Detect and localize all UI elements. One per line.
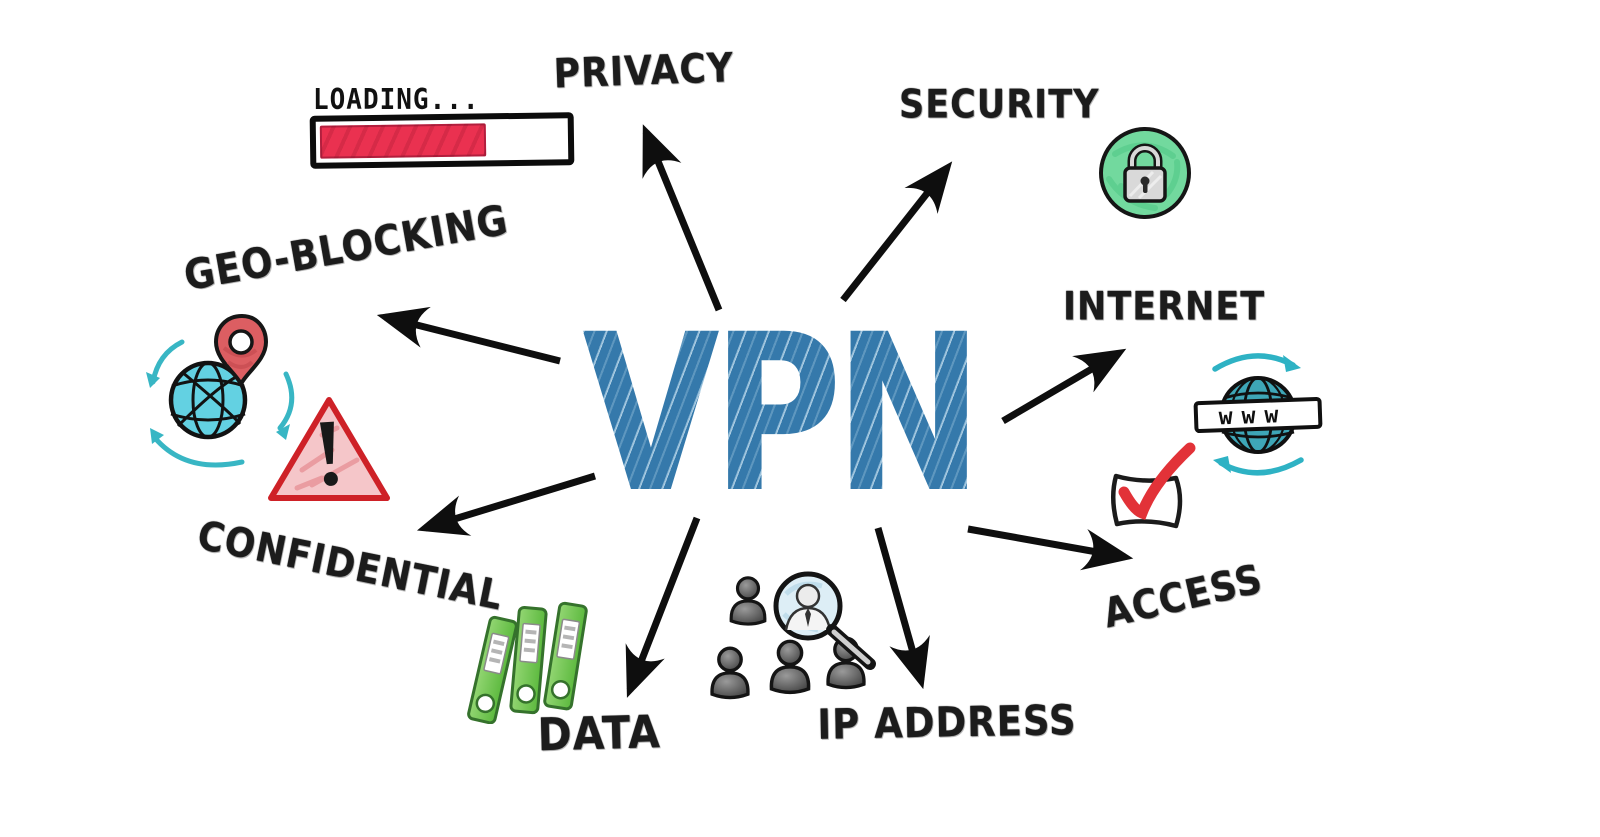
arrow-access xyxy=(967,525,1134,571)
loading-progress-bar xyxy=(309,112,575,169)
checked-checkbox-icon xyxy=(1111,442,1196,529)
warning-triangle-icon xyxy=(268,397,390,501)
loading-progress-fill xyxy=(319,123,487,159)
label-security: SECURITY xyxy=(899,82,1100,128)
loading-label: LOADING... xyxy=(313,84,480,117)
arrow-data xyxy=(625,516,701,698)
arrow-geo-blocking xyxy=(376,306,561,365)
label-internet: INTERNET xyxy=(1063,284,1266,330)
padlock-circle-icon xyxy=(1099,127,1191,219)
center-vpn-title: VPN xyxy=(582,287,983,541)
green-binders-icon xyxy=(466,601,589,724)
www-banner-text: www xyxy=(1218,402,1287,430)
arrow-privacy xyxy=(642,124,723,312)
arrow-security xyxy=(840,161,953,303)
arrow-confidential xyxy=(416,472,597,536)
people-magnifier-icon xyxy=(710,571,876,700)
arrow-internet xyxy=(1001,348,1127,425)
globe-location-pin-icon xyxy=(146,313,295,468)
www-globe-icon: www xyxy=(1193,353,1323,476)
arrow-ip-address xyxy=(874,527,930,690)
label-privacy: PRIVACY xyxy=(552,45,735,98)
